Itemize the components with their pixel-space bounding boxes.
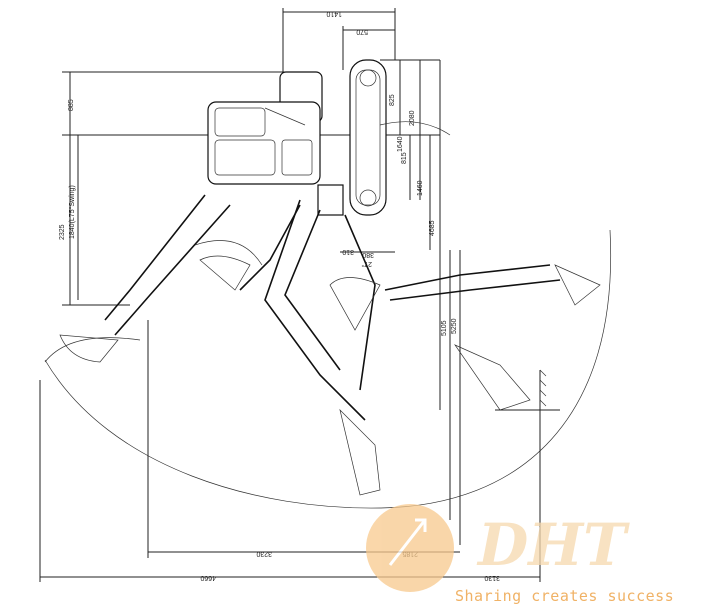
dim-4660: 4660 bbox=[200, 574, 216, 581]
boom-bucket-curl bbox=[194, 204, 301, 291]
top-dimensions: 1410 570 bbox=[282, 8, 396, 90]
boom-mid bbox=[264, 199, 381, 496]
middle-dimensions: 310 380 27° bbox=[340, 248, 395, 268]
dim-885: 885 bbox=[68, 99, 75, 111]
dim-570: 570 bbox=[356, 28, 368, 35]
dim-2080: 2080 bbox=[409, 110, 416, 126]
excavator-cab bbox=[207, 71, 344, 216]
dim-825: 825 bbox=[389, 94, 396, 106]
swing-arc bbox=[379, 121, 451, 136]
dim-380: 380 bbox=[362, 251, 374, 258]
dht-logo: DHT bbox=[366, 504, 630, 592]
dim-1410: 1410 bbox=[326, 10, 342, 17]
dim-3130: 3130 bbox=[484, 574, 500, 581]
right-dimensions: 825 2080 815 1640 1460 4685 5105 5250 bbox=[380, 59, 461, 545]
boom-low-front bbox=[329, 214, 560, 411]
watermark-tagline: Sharing creates success bbox=[455, 587, 675, 605]
max-reach-arc bbox=[44, 229, 612, 509]
dim-815: 815 bbox=[401, 152, 408, 164]
dim-5105: 5105 bbox=[441, 320, 448, 336]
dim-1840: 1840(L75°Swing) bbox=[68, 185, 76, 239]
logo-letters: DHT bbox=[476, 511, 630, 579]
dim-310: 310 bbox=[342, 248, 354, 255]
boom-high-left bbox=[44, 194, 231, 363]
dim-1460: 1460 bbox=[417, 180, 424, 196]
dim-4685: 4685 bbox=[429, 220, 436, 236]
dim-2325: 2325 bbox=[59, 224, 66, 240]
boom-reach-right bbox=[384, 264, 601, 306]
dim-5250: 5250 bbox=[451, 318, 458, 334]
dim-1640: 1640 bbox=[397, 136, 404, 152]
crawler-track bbox=[349, 59, 387, 216]
dim-3230: 3230 bbox=[256, 550, 272, 557]
